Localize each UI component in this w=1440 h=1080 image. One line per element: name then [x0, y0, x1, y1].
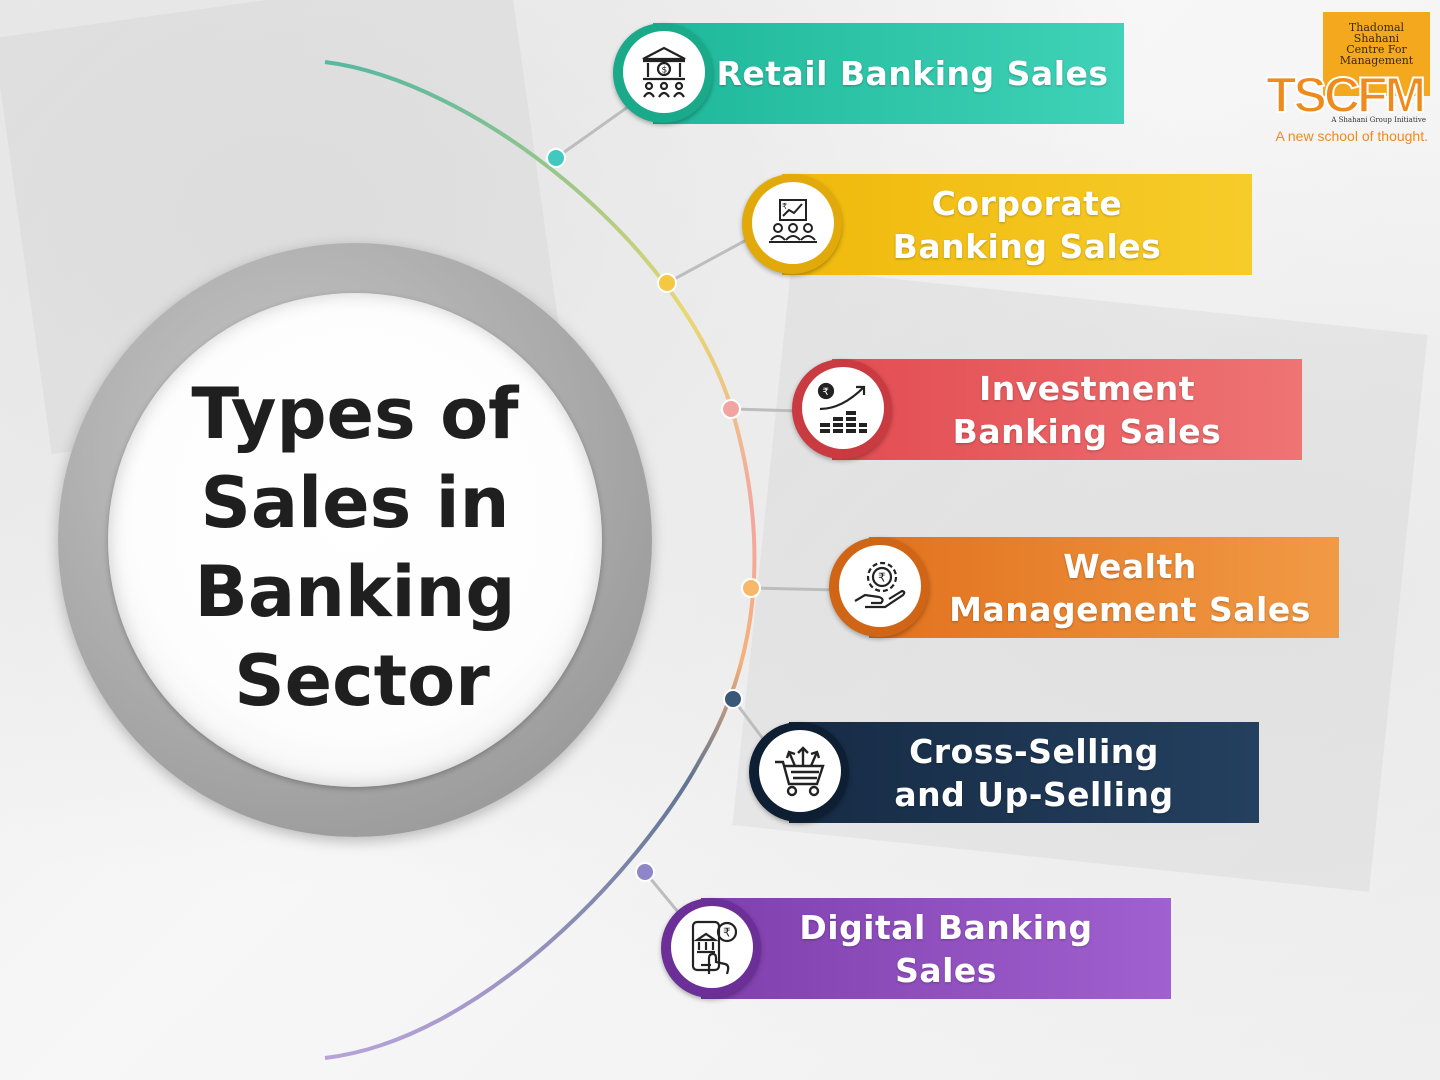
bank-people-icon: $ [642, 46, 686, 98]
card-digital-banking-sales: Digital Banking Sales ₹ [661, 898, 1171, 999]
card-icon-badge: ₹ [792, 359, 892, 459]
rupee-growth-icon: ₹ [817, 382, 867, 433]
card-label-line-2: Banking Sales [952, 411, 1222, 451]
connector-line-2 [666, 236, 751, 285]
logo-wordmark: TSCFM [1265, 66, 1427, 124]
card-label-line-2: Sales [895, 950, 997, 990]
svg-text:₹: ₹ [782, 202, 787, 211]
card-investment-banking-sales: Investment Banking Sales ₹ [792, 359, 1302, 460]
logo-box-line-4: Management [1339, 54, 1414, 67]
title-line-1: Types of [191, 373, 519, 455]
corporate-meeting-icon: ₹ [769, 199, 817, 243]
logo-box-line-1: Thadomal [1348, 21, 1405, 34]
title-disk [108, 293, 602, 787]
svg-text:₹: ₹ [878, 571, 886, 585]
card-label-bar: Retail Banking Sales [653, 23, 1124, 124]
connector-line-1 [555, 102, 633, 160]
card-icon-badge: ₹ [829, 537, 929, 637]
rupee-gear-hand-icon: ₹ [854, 561, 906, 609]
page-title: Types of Sales in Banking Sector [108, 370, 602, 726]
card-label-line-2: Banking Sales [892, 226, 1162, 266]
connector-dot-4 [741, 578, 761, 598]
svg-text:₹: ₹ [723, 926, 731, 940]
logo-box-line-2: Shahani [1353, 32, 1400, 45]
card-label: Retail Banking Sales [716, 54, 1109, 93]
connector-dot-1 [546, 148, 566, 168]
card-corporate-banking-sales: Corporate Banking Sales ₹ [742, 174, 1252, 275]
card-label-bar: Digital Banking Sales [701, 898, 1171, 999]
card-cross-selling-up-selling: Cross-Selling and Up-Selling [749, 722, 1259, 823]
card-label-line-2: Management Sales [949, 589, 1311, 629]
logo-tagline: A new school of thought. [1275, 128, 1428, 144]
card-label-line-1: Wealth [1063, 546, 1197, 586]
mobile-banking-icon: ₹ [691, 920, 738, 975]
card-retail-banking-sales: Retail Banking Sales $ [613, 23, 1124, 124]
connector-line-3 [730, 407, 801, 413]
card-label-bar: Cross-Selling and Up-Selling [789, 722, 1259, 823]
logo-box-line-3: Centre For [1346, 43, 1407, 56]
connector-dot-6 [635, 862, 655, 882]
card-wealth-management-sales: Wealth Management Sales ₹ [829, 537, 1339, 638]
title-line-4: Sector [234, 640, 490, 722]
svg-text:$: $ [662, 66, 668, 76]
title-line-2: Sales in [200, 462, 510, 544]
connector-dot-5 [723, 689, 743, 709]
card-icon-badge: $ [613, 23, 713, 123]
card-label-line-1: Corporate [931, 183, 1123, 223]
card-label-bar: Investment Banking Sales [832, 359, 1302, 460]
connector-line-4 [750, 586, 839, 592]
svg-text:₹: ₹ [823, 387, 829, 398]
card-icon-badge: ₹ [661, 898, 761, 998]
card-label-line-2: and Up-Selling [894, 774, 1174, 814]
logo-box: Thadomal Shahani Centre For Management [1323, 12, 1430, 96]
title-line-3: Banking [194, 551, 516, 633]
cart-arrows-icon [775, 746, 825, 797]
card-label-bar: Wealth Management Sales [869, 537, 1339, 638]
card-icon-badge [749, 722, 849, 822]
connector-dot-3 [721, 399, 741, 419]
card-label-line-1: Cross-Selling [909, 731, 1159, 771]
card-icon-badge: ₹ [742, 174, 842, 274]
card-label-line-1: Digital Banking [799, 907, 1093, 947]
brand-logo: Thadomal Shahani Centre For Management T… [1262, 12, 1430, 146]
connector-dot-2 [657, 273, 677, 293]
card-label-bar: Corporate Banking Sales [782, 174, 1252, 275]
card-label-line-1: Investment [978, 368, 1196, 408]
logo-initiative: A Shahani Group Initiative [1331, 116, 1426, 124]
